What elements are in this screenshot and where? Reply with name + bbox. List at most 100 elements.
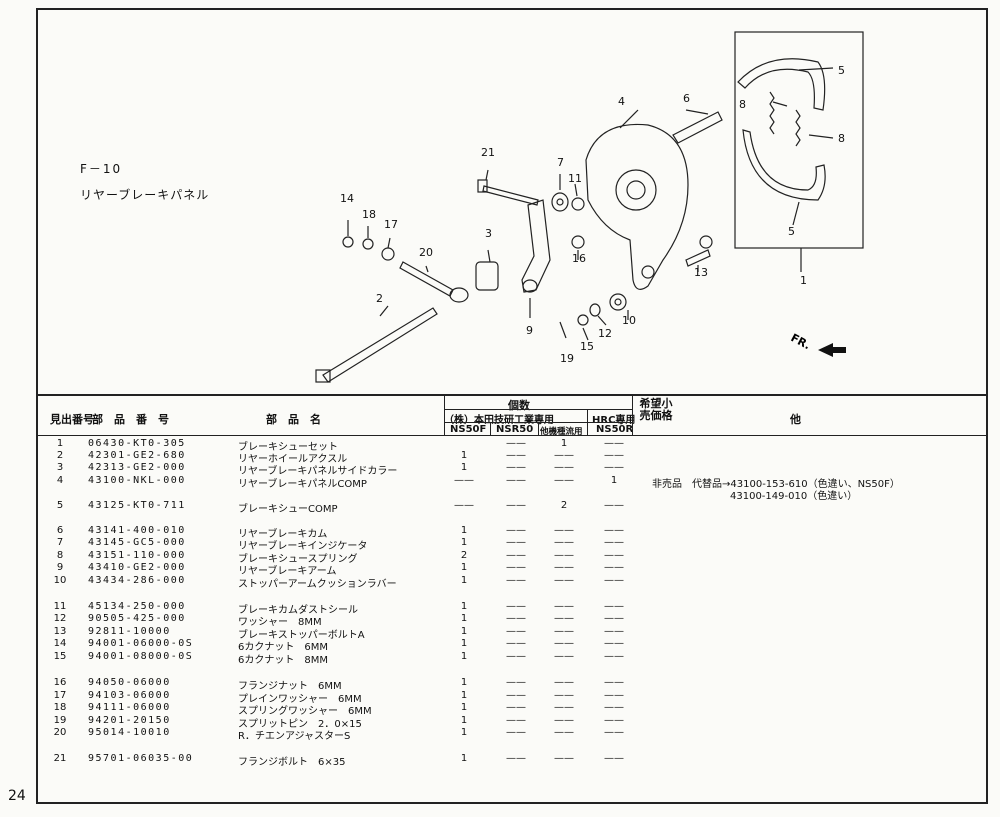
cell-q1: 1 bbox=[460, 715, 468, 726]
cell-ref: 12 bbox=[53, 613, 67, 624]
cell-q4: —— bbox=[604, 651, 624, 662]
header-nsr50: NSR50 bbox=[496, 424, 534, 435]
cell-part: 43145-GC5-000 bbox=[88, 537, 186, 548]
cell-q1: 2 bbox=[460, 550, 468, 561]
cell-q1: 1 bbox=[460, 601, 468, 612]
spring-2 bbox=[795, 109, 801, 147]
cell-part: 45134-250-000 bbox=[88, 601, 186, 612]
cell-part: 43125-KT0-711 bbox=[88, 500, 186, 511]
cell-part: 94050-06000 bbox=[88, 677, 171, 688]
cell-ref: 9 bbox=[56, 562, 64, 573]
callout: 13 bbox=[694, 266, 708, 279]
cell-name: リヤーホイールアクスル bbox=[238, 454, 348, 465]
cell-q2: —— bbox=[506, 537, 526, 548]
cell-q1: 1 bbox=[460, 613, 468, 624]
cell-q2: —— bbox=[506, 702, 526, 713]
callout: 6 bbox=[683, 92, 690, 105]
cell-q4: 1 bbox=[610, 475, 618, 486]
cell-part: 95014-10010 bbox=[88, 727, 171, 738]
brake-shoe-upper bbox=[737, 58, 826, 111]
cell-part: 95701-06035-00 bbox=[88, 753, 194, 764]
cell-part: 92811-10000 bbox=[88, 626, 171, 637]
brake-cam bbox=[672, 111, 723, 144]
cell-q2: —— bbox=[506, 575, 526, 586]
cell-q3: —— bbox=[554, 690, 574, 701]
cell-q1: 1 bbox=[460, 702, 468, 713]
header-ns50f: NS50F bbox=[450, 424, 487, 435]
section-code: F－10 bbox=[80, 162, 123, 176]
cell-q2: —— bbox=[506, 638, 526, 649]
cell-name: リヤーブレーキカム bbox=[238, 529, 328, 540]
cell-q1: 1 bbox=[460, 753, 468, 764]
callout: 19 bbox=[560, 352, 574, 365]
cell-q4: —— bbox=[604, 562, 624, 573]
cell-q3: —— bbox=[554, 727, 574, 738]
callout: 5 bbox=[838, 64, 845, 77]
cell-remarks: 非売品 代替品→43100-153-610（色違い、NS50F） bbox=[652, 479, 900, 490]
cell-q4: —— bbox=[604, 450, 624, 461]
callout: 9 bbox=[526, 324, 533, 337]
cell-part: 94001-08000-0S bbox=[88, 651, 194, 662]
header-rule bbox=[36, 435, 988, 436]
cell-q1: 1 bbox=[460, 462, 468, 473]
cell-part: 06430-KT0-305 bbox=[88, 438, 186, 449]
cell-ref: 19 bbox=[53, 715, 67, 726]
section-title: リヤーブレーキパネル bbox=[80, 188, 210, 202]
shoe-set-box bbox=[734, 31, 864, 249]
header-col-rule bbox=[444, 396, 445, 436]
cell-part: 94103-06000 bbox=[88, 690, 171, 701]
cell-q3: —— bbox=[554, 462, 574, 473]
cell-name: リヤーブレーキインジケータ bbox=[238, 541, 368, 552]
table-row: 43100-149-010（色違い） bbox=[40, 487, 980, 502]
cell-q3: —— bbox=[554, 702, 574, 713]
callout: 11 bbox=[568, 172, 582, 185]
callout: 8 bbox=[838, 132, 845, 145]
cell-name: ワッシャー 8MM bbox=[238, 617, 322, 628]
header-price: 希望小売価格 bbox=[639, 397, 673, 422]
cell-q1: 1 bbox=[460, 638, 468, 649]
cell-name: ブレーキシューCOMP bbox=[238, 504, 338, 515]
cell-ref: 1 bbox=[56, 438, 64, 449]
callout: 20 bbox=[419, 246, 433, 259]
cell-ref: 5 bbox=[56, 500, 64, 511]
cell-name: リヤーブレーキアーム bbox=[238, 566, 337, 577]
cell-q3: —— bbox=[554, 638, 574, 649]
spring-1 bbox=[769, 91, 775, 135]
header-rule bbox=[444, 409, 632, 410]
cell-name: 6カクナット 8MM bbox=[238, 655, 328, 666]
cell-name: プレインワッシャー 6MM bbox=[238, 694, 362, 705]
cell-q3: —— bbox=[554, 575, 574, 586]
cell-q3: —— bbox=[554, 475, 574, 486]
cell-name: フランジナット 6MM bbox=[238, 681, 342, 692]
cell-q2: —— bbox=[506, 550, 526, 561]
cell-name: ブレーキシューセット bbox=[238, 442, 338, 453]
header-part-name: 部 品 名 bbox=[266, 413, 321, 426]
cell-part: 42301-GE2-680 bbox=[88, 450, 186, 461]
cell-ref: 18 bbox=[53, 702, 67, 713]
cell-q2: —— bbox=[506, 475, 526, 486]
cell-ref: 21 bbox=[53, 753, 67, 764]
callout: 8 bbox=[739, 98, 746, 111]
cell-part: 94111-06000 bbox=[88, 702, 171, 713]
header-qty: 個数 bbox=[508, 399, 530, 412]
cell-ref: 7 bbox=[56, 537, 64, 548]
cell-name: フランジボルト 6×35 bbox=[238, 757, 346, 768]
cell-q2: —— bbox=[506, 613, 526, 624]
cell-q1: 1 bbox=[460, 677, 468, 688]
cell-q4: —— bbox=[604, 677, 624, 688]
fr-arrow-icon bbox=[818, 343, 846, 357]
callout: 12 bbox=[598, 327, 612, 340]
cell-q4: —— bbox=[604, 550, 624, 561]
cell-q1: 1 bbox=[460, 562, 468, 573]
cell-part: 43410-GE2-000 bbox=[88, 562, 186, 573]
